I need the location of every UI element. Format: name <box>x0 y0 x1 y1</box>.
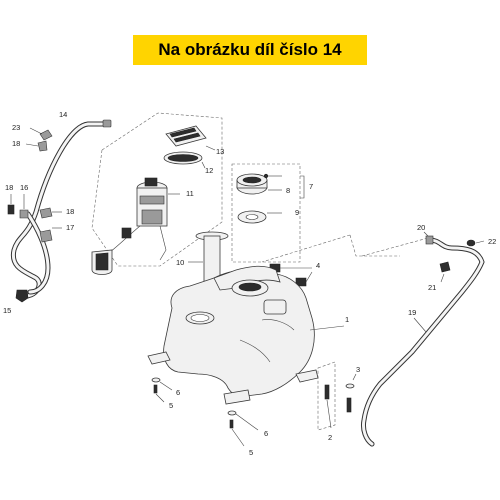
clip-18-left <box>7 194 15 215</box>
callout-5-bottom: 5 <box>249 448 253 457</box>
callout-15: 15 <box>3 306 11 315</box>
fitting-21 <box>439 261 451 283</box>
callout-11: 11 <box>186 189 194 198</box>
hose-clip-top <box>102 119 112 128</box>
vent-hose-14 <box>10 121 111 299</box>
screw-5-left <box>153 384 165 403</box>
callout-18-top: 18 <box>12 139 20 148</box>
callout-10: 10 <box>176 258 184 267</box>
callout-3: 3 <box>356 365 360 374</box>
callout-21: 21 <box>428 283 436 292</box>
callout-13: 13 <box>216 147 224 156</box>
hose-fitting-15 <box>15 289 29 303</box>
pump-filter-13 <box>165 125 216 151</box>
clip-17 <box>39 227 62 243</box>
callout-5-left: 5 <box>169 401 173 410</box>
pump-ring-12 <box>163 151 206 169</box>
callout-20: 20 <box>417 223 425 232</box>
callout-18-mid: 18 <box>66 207 74 216</box>
screw-group-outline <box>317 361 336 431</box>
callout-2: 2 <box>328 433 332 442</box>
callout-18-left: 18 <box>5 183 13 192</box>
clip-18-top <box>25 140 48 152</box>
screw-5-bottom <box>229 419 245 447</box>
callout-6-left: 6 <box>176 388 180 397</box>
cap-fastener <box>263 173 269 179</box>
connector-22 <box>466 239 485 247</box>
screws-2-3 <box>324 373 357 429</box>
washer-6-left <box>151 377 173 391</box>
callout-22: 22 <box>488 237 496 246</box>
banner-text: Na obrázku díl číslo 14 <box>158 40 342 59</box>
callout-16: 16 <box>20 183 28 192</box>
fuel-cap-8 <box>236 173 282 195</box>
callout-4: 4 <box>316 261 320 270</box>
bracket-7 <box>300 175 305 199</box>
fuel-tank-1 <box>147 265 345 405</box>
filler-group-outline <box>231 163 301 263</box>
callout-7: 7 <box>309 182 313 191</box>
washer-6-bottom <box>227 410 259 431</box>
hose-clip-20 <box>423 231 434 245</box>
callout-19: 19 <box>408 308 416 317</box>
clip-23 <box>29 127 53 141</box>
callout-8: 8 <box>286 186 290 195</box>
callout-6-bottom: 6 <box>264 429 268 438</box>
vent-hose-19 <box>361 237 485 447</box>
right-hose-outline <box>361 237 429 257</box>
cap-gasket-9 <box>237 210 282 224</box>
clip-16 <box>19 194 29 219</box>
callout-23: 23 <box>12 123 20 132</box>
tank-group-outline <box>261 234 400 263</box>
clip-18-mid <box>39 207 62 219</box>
callout-1: 1 <box>345 315 349 324</box>
callout-14: 14 <box>59 110 67 119</box>
callout-12: 12 <box>205 166 213 175</box>
fuel-pump-11 <box>109 177 180 261</box>
callout-17: 17 <box>66 223 74 232</box>
pump-group-outline <box>91 112 223 267</box>
callout-9: 9 <box>295 208 299 217</box>
part-number-banner: Na obrázku díl číslo 14 <box>133 35 367 65</box>
pump-strainer <box>91 249 113 275</box>
